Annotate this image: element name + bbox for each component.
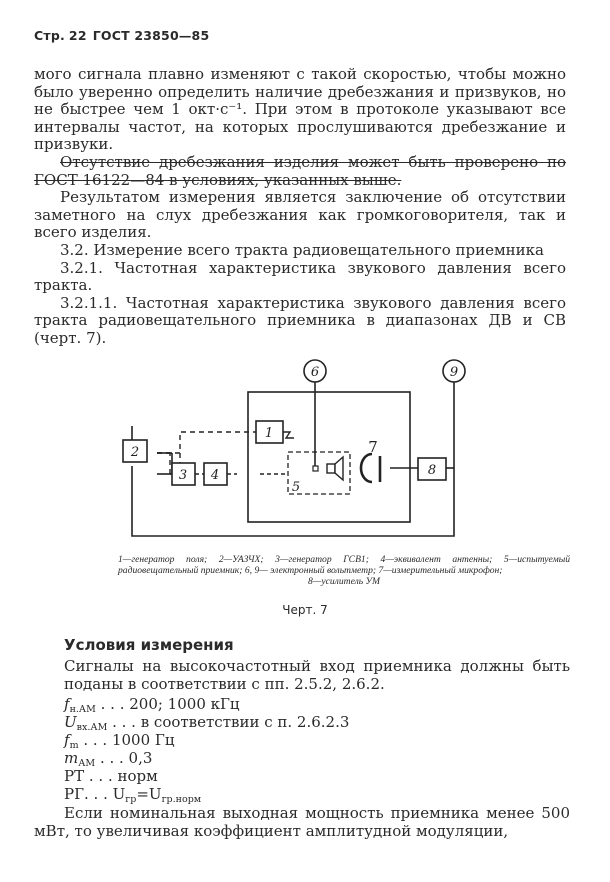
enclosure-frame: [247, 391, 411, 523]
condition-4: mАМ . . . 0,3: [64, 749, 153, 770]
speaker-icon: [326, 463, 336, 474]
paragraph-3: Результатом измерения является заключени…: [34, 188, 566, 242]
page-header: Стр.22 ГОСТ 23850—85: [34, 28, 209, 43]
page-number: 22: [68, 28, 87, 43]
standard-id: ГОСТ 23850—85: [92, 28, 210, 43]
condition-3: fm . . . 1000 Гц: [64, 731, 175, 752]
label-1: 1: [265, 426, 273, 441]
paragraph-6: 3.2.1.1. Частотная характеристика звуков…: [34, 293, 566, 347]
condition-5: РТ . . . норм: [64, 767, 158, 785]
paragraph-1: мого сигнала плавно изменяют с такой ско…: [34, 65, 566, 154]
block-2: [122, 439, 148, 463]
paragraph-4: 3.2. Измерение всего тракта радиовещател…: [60, 240, 544, 259]
page-label: Стр.: [34, 28, 65, 43]
legend-last-line: 8—усилитель УМ: [308, 576, 380, 587]
label-2: 2: [130, 445, 139, 460]
section-title: Условия измерения: [64, 636, 234, 654]
figure-legend: 1—генератор поля; 2—УАЗЧХ; 3—генератор Г…: [118, 554, 570, 587]
feedback-line: [131, 416, 455, 537]
conditions-intro-text: Сигналы на высокочастотный вход приемник…: [64, 657, 570, 693]
dashed-2-to-1: [157, 431, 256, 454]
paragraph-2: Отсутствие дребезжания изделия может быт…: [34, 152, 566, 189]
final-text: Если номинальная выходная мощность прием…: [34, 804, 570, 840]
microphone-icon: [359, 452, 373, 484]
label-3: 3: [179, 468, 187, 483]
block-8: [417, 457, 447, 481]
label-9: 9: [450, 365, 458, 380]
conditions-intro: Сигналы на высокочастотный вход приемник…: [64, 657, 570, 693]
condition-6: РГ. . . Uгр=Uгр.норм: [64, 785, 202, 806]
final-paragraph: Если номинальная выходная мощность прием…: [34, 804, 570, 840]
paragraph-5: 3.2.1. Частотная характеристика звуковог…: [34, 258, 566, 295]
block-diagram: 2 3 4 1 5 6 7 8 9: [122, 359, 466, 537]
figure-title: Черт. 7: [282, 603, 328, 617]
body-text-top: мого сигнала плавно изменяют с такой ско…: [34, 65, 566, 348]
condition-1: fн.АМ . . . 200; 1000 кГц: [64, 695, 240, 716]
block-3: [171, 462, 196, 486]
label-7: 7: [368, 438, 378, 456]
label-8: 8: [428, 463, 436, 478]
legend-text: 1—генератор поля; 2—УАЗЧХ; 3—генератор Г…: [118, 554, 570, 576]
label-6: 6: [311, 365, 319, 380]
block-4: [203, 462, 228, 486]
condition-2: Uвх.АМ . . . в соответствии с п. 2.6.2.3: [64, 713, 350, 734]
label-5: 5: [292, 480, 300, 495]
label-4: 4: [210, 468, 219, 483]
voltmeter-6-icon: [303, 359, 327, 383]
receiver-box: [287, 451, 351, 495]
voltmeter-9-icon: [442, 359, 466, 383]
